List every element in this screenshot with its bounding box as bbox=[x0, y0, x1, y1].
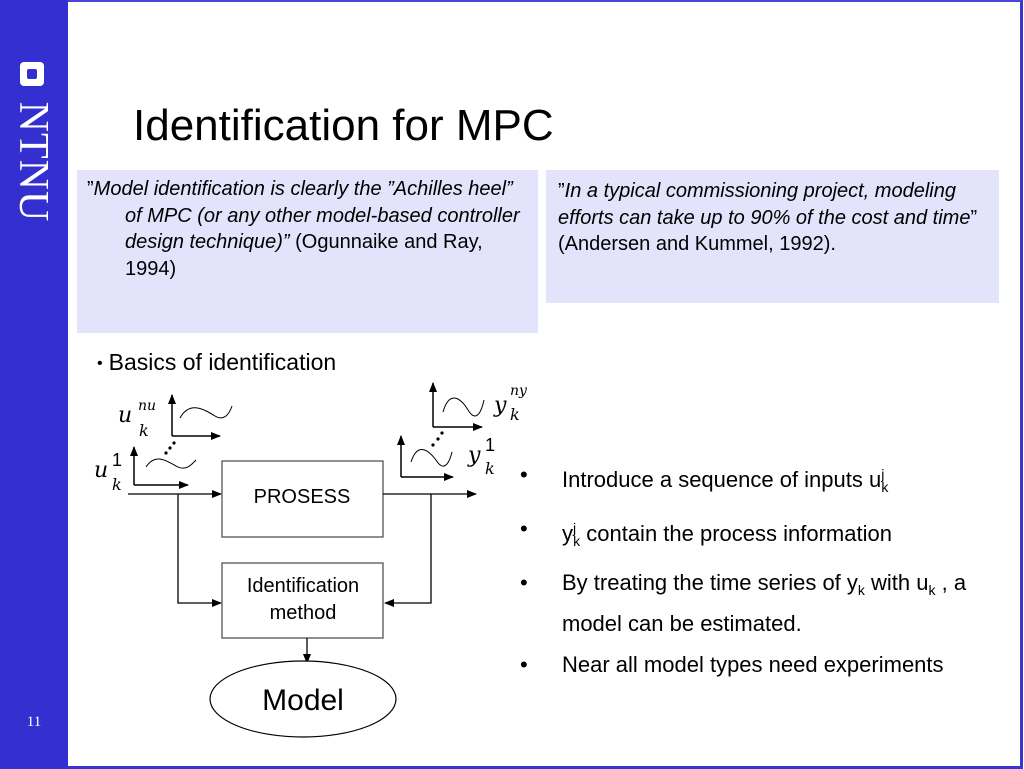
bullet-sub: k bbox=[881, 479, 889, 495]
output-label-top-sup: ny bbox=[510, 383, 528, 399]
open-quote-mark: ” bbox=[87, 178, 94, 200]
quote-citation: (Andersen and Kummel, 1992). bbox=[558, 233, 836, 255]
quote-box-ogunnaike: ”Model identification is clearly the ”Ac… bbox=[77, 170, 538, 333]
section-heading: • Basics of identification bbox=[97, 347, 336, 379]
quote-citation: (Ogunnaike and Ray, 1994) bbox=[125, 231, 483, 280]
ellipsis-dots-output bbox=[431, 431, 444, 447]
bullet-icon: • bbox=[520, 516, 528, 541]
output-label-top-sub: k bbox=[510, 405, 520, 424]
model-ellipse bbox=[209, 660, 397, 738]
quote-box-andersen: ”In a typical commissioning project, mod… bbox=[546, 170, 999, 303]
quote-text: ”Model identification is clearly the ”Ac… bbox=[87, 176, 532, 282]
bullet-text: Introduce a sequence of inputs u bbox=[562, 467, 882, 492]
signal-curve bbox=[145, 458, 197, 469]
ntnu-logo-icon bbox=[20, 62, 44, 86]
method-label-line2: method bbox=[270, 602, 337, 624]
section-label: Basics of identification bbox=[108, 349, 337, 375]
bullet-item: • Near all model types need experiments bbox=[520, 648, 1020, 681]
quote-text: ”In a typical commissioning project, mod… bbox=[558, 178, 993, 258]
close-quote-mark: ” bbox=[970, 206, 978, 229]
input-signal-plot-top bbox=[168, 394, 233, 440]
bullet-item: • Introduce a sequence of inputs ujk bbox=[520, 458, 1020, 504]
bullet-sup: j bbox=[573, 520, 577, 536]
process-box bbox=[221, 460, 384, 538]
signal-curve bbox=[179, 405, 233, 419]
input-signal-plot-bottom bbox=[130, 446, 197, 489]
bullet-item: •By treating the time series of yk with … bbox=[520, 566, 1020, 640]
open-quote-mark: ” bbox=[558, 180, 565, 202]
process-label: PROSESS bbox=[254, 486, 351, 508]
bullet-sub: k bbox=[928, 582, 936, 598]
input-label-top-sup: nu bbox=[138, 398, 156, 414]
quote-italic: Model identification is clearly the ”Ach… bbox=[93, 178, 520, 253]
slide-title: Identification for MPC bbox=[133, 101, 554, 150]
output-signal-plot-top bbox=[429, 382, 485, 431]
model-label: Model bbox=[262, 684, 344, 717]
bullet-sup: j bbox=[881, 466, 885, 482]
output-branch-arrow bbox=[384, 494, 432, 607]
input-branch-arrow bbox=[177, 494, 222, 607]
bullet-text: By treating the time series of y bbox=[562, 570, 858, 595]
input-label-top: u bbox=[118, 403, 132, 428]
bullet-text: with u bbox=[864, 570, 929, 595]
input-label-bottom-sup: 1 bbox=[112, 450, 122, 470]
output-signal-plot-bottom bbox=[397, 435, 454, 481]
bullet-text: Near all model types need experiments bbox=[562, 652, 944, 677]
bullet-icon: • bbox=[520, 652, 528, 677]
sidebar: NTNU 11 bbox=[0, 0, 68, 768]
method-label-line1: Identification bbox=[247, 575, 359, 597]
bullet-icon: • bbox=[520, 570, 528, 595]
ellipsis-dots-input bbox=[164, 441, 176, 455]
output-label-bottom-sup: 1 bbox=[485, 435, 495, 455]
page-number: 11 bbox=[26, 714, 42, 730]
signal-curve bbox=[442, 397, 485, 417]
bullet-text: , a model can be estimated. bbox=[562, 570, 967, 636]
quote-italic: In a typical commissioning project, mode… bbox=[558, 180, 971, 229]
bullet-text: contain the process information bbox=[580, 521, 892, 546]
output-label-bottom: y bbox=[467, 443, 481, 468]
output-label-bottom-sub: k bbox=[485, 459, 495, 478]
bullet-icon: • bbox=[97, 355, 103, 372]
bullet-text: y bbox=[562, 521, 573, 546]
bullet-item: • yjk contain the process information bbox=[520, 512, 1020, 558]
input-label-top-sub: k bbox=[139, 421, 149, 440]
method-box bbox=[221, 562, 384, 639]
bullet-icon: • bbox=[520, 462, 528, 487]
bullet-sub: k bbox=[857, 582, 865, 598]
input-label-bottom-sub: k bbox=[112, 475, 122, 494]
output-label-top: y bbox=[493, 393, 507, 418]
input-label-bottom: u bbox=[94, 458, 108, 483]
bullet-list: •Introduce a sequence of inputs ujk •yjk… bbox=[520, 458, 1020, 681]
bullet-sub: k bbox=[573, 533, 581, 549]
signal-curve bbox=[410, 449, 453, 467]
